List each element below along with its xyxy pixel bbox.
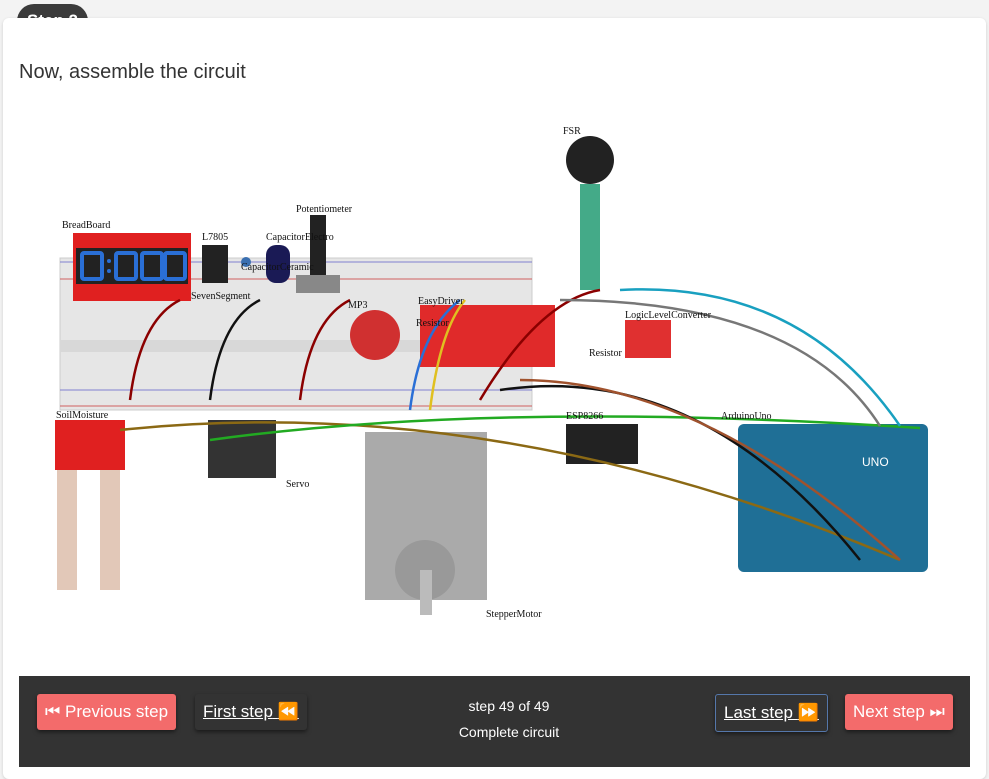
seven-segment-display bbox=[73, 233, 191, 301]
label-fsr: FSR bbox=[563, 126, 581, 137]
step-heading: Now, assemble the circuit bbox=[19, 61, 246, 83]
label-servo: Servo bbox=[286, 479, 309, 490]
stepper-motor bbox=[365, 432, 487, 615]
previous-step-button[interactable]: ⏮ Previous step bbox=[37, 694, 177, 730]
label-mp3: MP3 bbox=[348, 300, 367, 311]
label-capacitor-ceramic: CapacitorCeramic bbox=[241, 262, 314, 273]
last-step-label: Last step bbox=[724, 703, 793, 722]
skip-back-icon: ⏮ bbox=[45, 702, 61, 721]
soil-moisture-sensor bbox=[55, 420, 125, 590]
label-breadboard: BreadBoard bbox=[62, 220, 110, 231]
label-easydriver: EasyDriver bbox=[418, 296, 464, 307]
first-step-label: First step bbox=[203, 702, 273, 721]
label-potentiometer: Potentiometer bbox=[296, 204, 353, 215]
skip-forward-icon: ⏭ bbox=[929, 702, 945, 721]
arduino-uno: UNO bbox=[738, 424, 928, 572]
fast-forward-icon: ⏩ bbox=[797, 703, 819, 722]
fsr-sensor bbox=[566, 136, 614, 290]
first-step-button[interactable]: First step ⏪ bbox=[195, 694, 307, 730]
potentiometer bbox=[296, 215, 340, 293]
previous-step-label: Previous step bbox=[65, 702, 169, 721]
label-seven-segment: SevenSegment bbox=[191, 291, 251, 302]
label-resistor-1: Resistor bbox=[416, 318, 449, 329]
electrolytic-capacitor bbox=[266, 245, 290, 283]
label-resistor-2: Resistor bbox=[589, 348, 622, 359]
label-stepper-motor: StepperMotor bbox=[486, 609, 542, 620]
label-l7805: L7805 bbox=[202, 232, 228, 243]
l7805-regulator bbox=[202, 245, 228, 283]
label-capacitor-electro: CapacitorElectro bbox=[266, 232, 334, 243]
logic-level-converter bbox=[625, 320, 671, 358]
wires bbox=[119, 288, 921, 562]
rewind-icon: ⏪ bbox=[277, 702, 299, 721]
esp8266-module bbox=[566, 424, 638, 464]
ceramic-capacitor bbox=[241, 257, 251, 267]
mp3-module bbox=[350, 310, 400, 360]
step-counter: step 49 of 49 bbox=[468, 698, 550, 714]
label-logic-level-converter: LogicLevelConverter bbox=[625, 310, 712, 321]
last-step-button[interactable]: Last step ⏩ bbox=[715, 694, 828, 732]
servo-motor bbox=[208, 420, 276, 478]
circuit-diagram: UNO FSR Potentiometer L7805 CapacitorEle… bbox=[55, 126, 928, 620]
label-esp8266: ESP8266 bbox=[566, 411, 603, 422]
step-navigation-bar: ⏮ Previous step First step ⏪ step 49 of … bbox=[19, 676, 970, 767]
next-step-button[interactable]: Next step ⏭ bbox=[845, 694, 953, 730]
next-step-label: Next step bbox=[853, 702, 925, 721]
label-arduino-uno: ArduinoUno bbox=[721, 411, 772, 422]
label-soil-moisture: SoilMoisture bbox=[56, 410, 109, 421]
step-caption: Complete circuit bbox=[458, 724, 560, 740]
uno-logo-text: UNO bbox=[862, 455, 889, 469]
